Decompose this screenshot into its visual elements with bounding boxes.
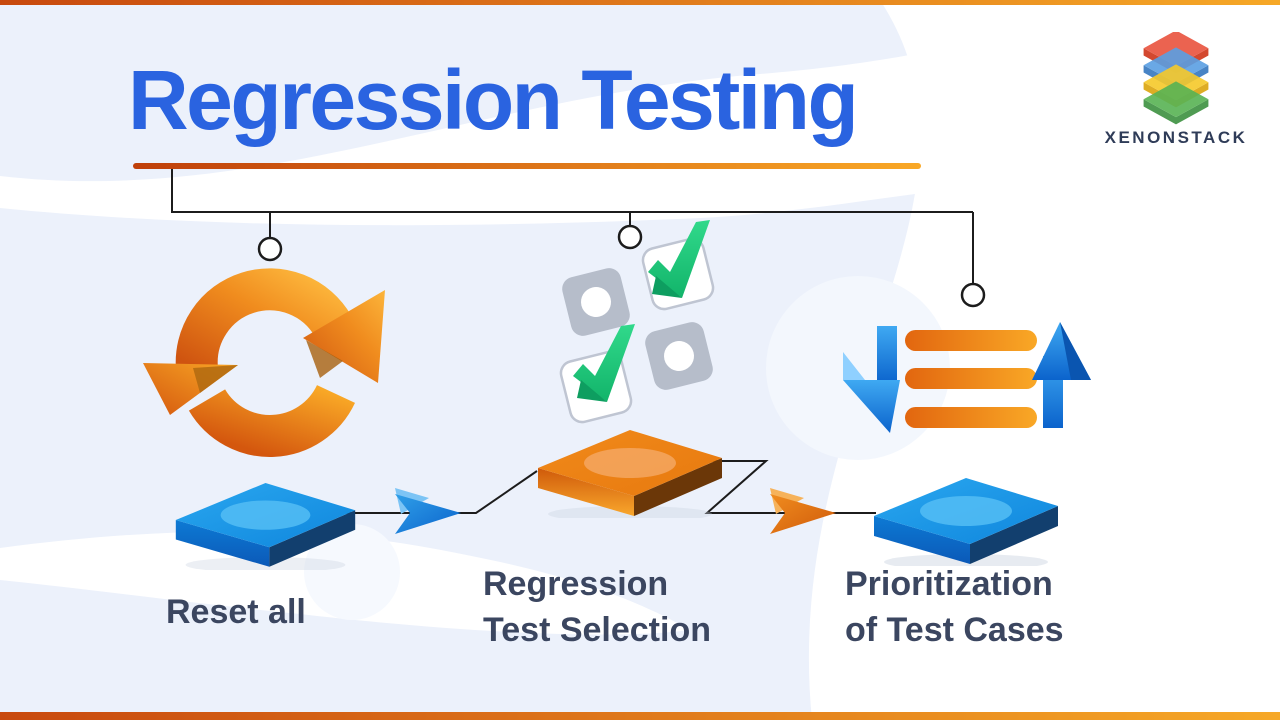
platform-front-face	[175, 520, 270, 567]
gray-tile	[645, 322, 713, 390]
refresh-arrowhead-right-shade	[306, 340, 343, 378]
background-circle-left	[304, 524, 400, 620]
platform-side-face	[970, 506, 1058, 564]
platform-top-ellipse	[220, 500, 311, 530]
arrow-up-icon	[1032, 322, 1091, 428]
gray-tile	[562, 268, 630, 336]
brand-name: XENONSTACK	[1104, 128, 1248, 147]
step-label-prioritization: Prioritization of Test Cases	[845, 562, 1064, 654]
checked-tile	[641, 220, 715, 311]
step-label-line: of Test Cases	[845, 610, 1064, 649]
page-title: Regression Testing	[128, 53, 859, 147]
priority-bar	[905, 407, 1037, 428]
refresh-arrowhead-left-shade	[193, 365, 238, 393]
arrow-down-icon	[843, 326, 900, 433]
checked-tile	[559, 324, 635, 424]
platform-side-face	[634, 458, 722, 516]
refresh-arc-top	[175, 268, 352, 371]
priority-bar	[905, 330, 1037, 351]
refresh-arc-bottom	[188, 384, 356, 457]
tree-node-circle-2	[617, 224, 643, 250]
chevron-body	[770, 494, 836, 534]
refresh-arrowhead-right	[303, 290, 385, 383]
tree-node-circle-1	[257, 236, 283, 262]
platform-blue-3	[874, 478, 1058, 566]
step-label-line: Test Selection	[483, 610, 711, 649]
step-label-regression-test-selection: Regression Test Selection	[483, 562, 711, 654]
priority-bar	[905, 368, 1037, 389]
orange-chevron-right-icon	[770, 488, 836, 534]
flow-line-1-2	[335, 470, 538, 514]
logo-layer-green	[1143, 81, 1209, 125]
refresh-arrows-icon	[143, 268, 385, 457]
checklist-tiles-icon	[559, 220, 715, 424]
platform-front-face	[538, 468, 634, 516]
step-label-line: Reset all	[166, 593, 306, 631]
platform-front-face	[874, 516, 970, 564]
top-border-bar	[0, 0, 1280, 5]
chevron-body	[395, 494, 461, 534]
step-label-line: Regression	[483, 565, 669, 603]
sort-arrows-icon	[843, 322, 1091, 433]
blue-chevron-right-icon	[395, 488, 461, 534]
step-label-line: Prioritization	[845, 565, 1053, 603]
platform-orange	[538, 430, 722, 518]
tree-trunk-line	[171, 169, 973, 213]
stacked-layers-icon	[1143, 32, 1209, 125]
step-label-reset-all: Reset all	[166, 590, 306, 636]
background-circle-right	[766, 276, 950, 460]
brand-logo: XENONSTACK	[1091, 32, 1261, 148]
platform-side-face	[269, 510, 356, 567]
title-underline	[133, 163, 921, 169]
bottom-border-bar	[0, 712, 1280, 720]
platform-blue-1	[175, 482, 356, 570]
platform-top-ellipse	[920, 496, 1012, 526]
tree-node-circle-3	[960, 282, 986, 308]
platform-top-ellipse	[584, 448, 676, 478]
